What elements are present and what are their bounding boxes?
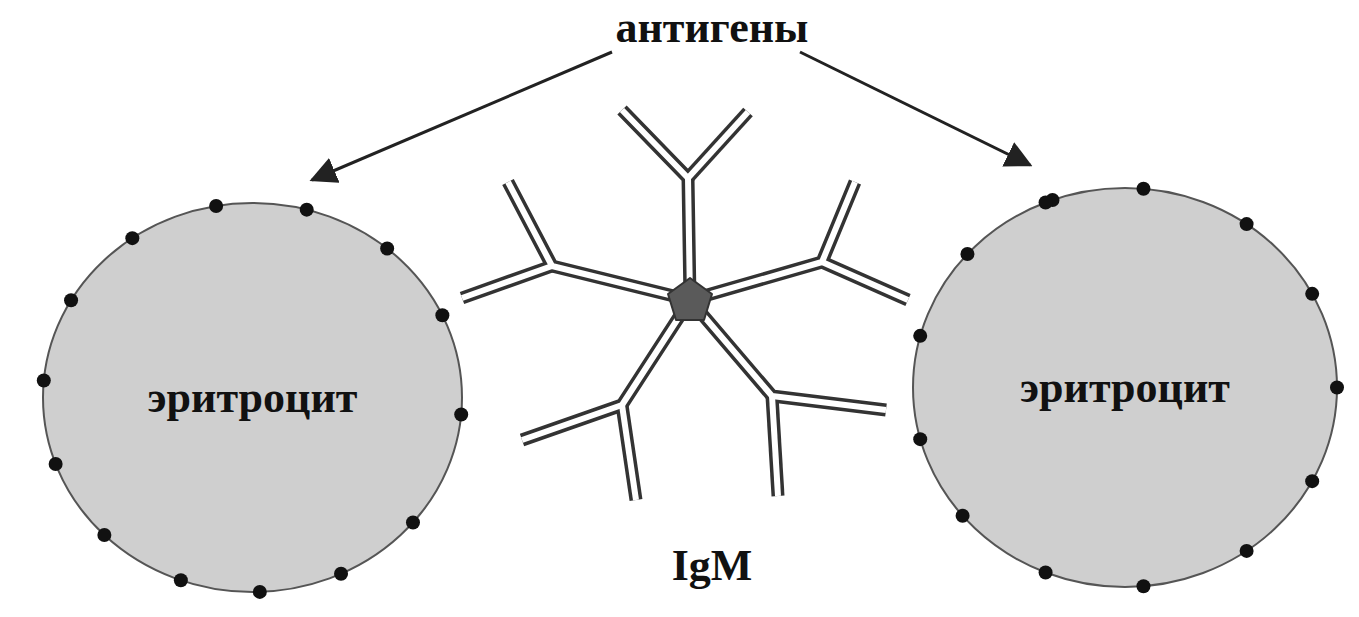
erythrocyte-cell: эритроцит [905,180,1345,595]
antigen-dot [454,407,468,421]
antigen-dot [1305,474,1319,488]
antigen-dot [1136,579,1150,593]
antigen-dot [334,567,348,581]
cell-label: эритроцит [1020,362,1230,413]
antigen-dot [174,573,188,587]
antigen-dot [1240,544,1254,558]
antigen-dot [1240,217,1254,231]
antigen-dot [380,242,394,256]
antigen-dot [956,509,970,523]
antigen-dot [1330,381,1344,395]
antigen-dot [300,203,314,217]
antigen-label: антигены [616,2,809,53]
antibody-label: IgM [672,540,753,591]
antigen-dot [960,247,974,261]
antigen-dot [913,329,927,343]
antigen-dot [125,231,139,245]
antigen-dot [406,516,420,530]
antigen-dot [64,293,78,307]
antigen-dot [37,374,51,388]
antigen-dot [209,199,223,213]
erythrocyte-cell: эритроцит [35,195,470,600]
igm-pentamer [462,110,908,500]
antigen-dot [97,528,111,542]
antigen-dot [1039,196,1053,210]
antigen-dot [49,457,63,471]
antigen-dot [913,432,927,446]
antigen-dot [253,585,267,599]
antigen-dot [1136,182,1150,196]
cell-label: эритроцит [148,372,358,423]
antigen-dot [1039,565,1053,579]
antigen-dot [435,308,449,322]
antigen-dot [1305,287,1319,301]
